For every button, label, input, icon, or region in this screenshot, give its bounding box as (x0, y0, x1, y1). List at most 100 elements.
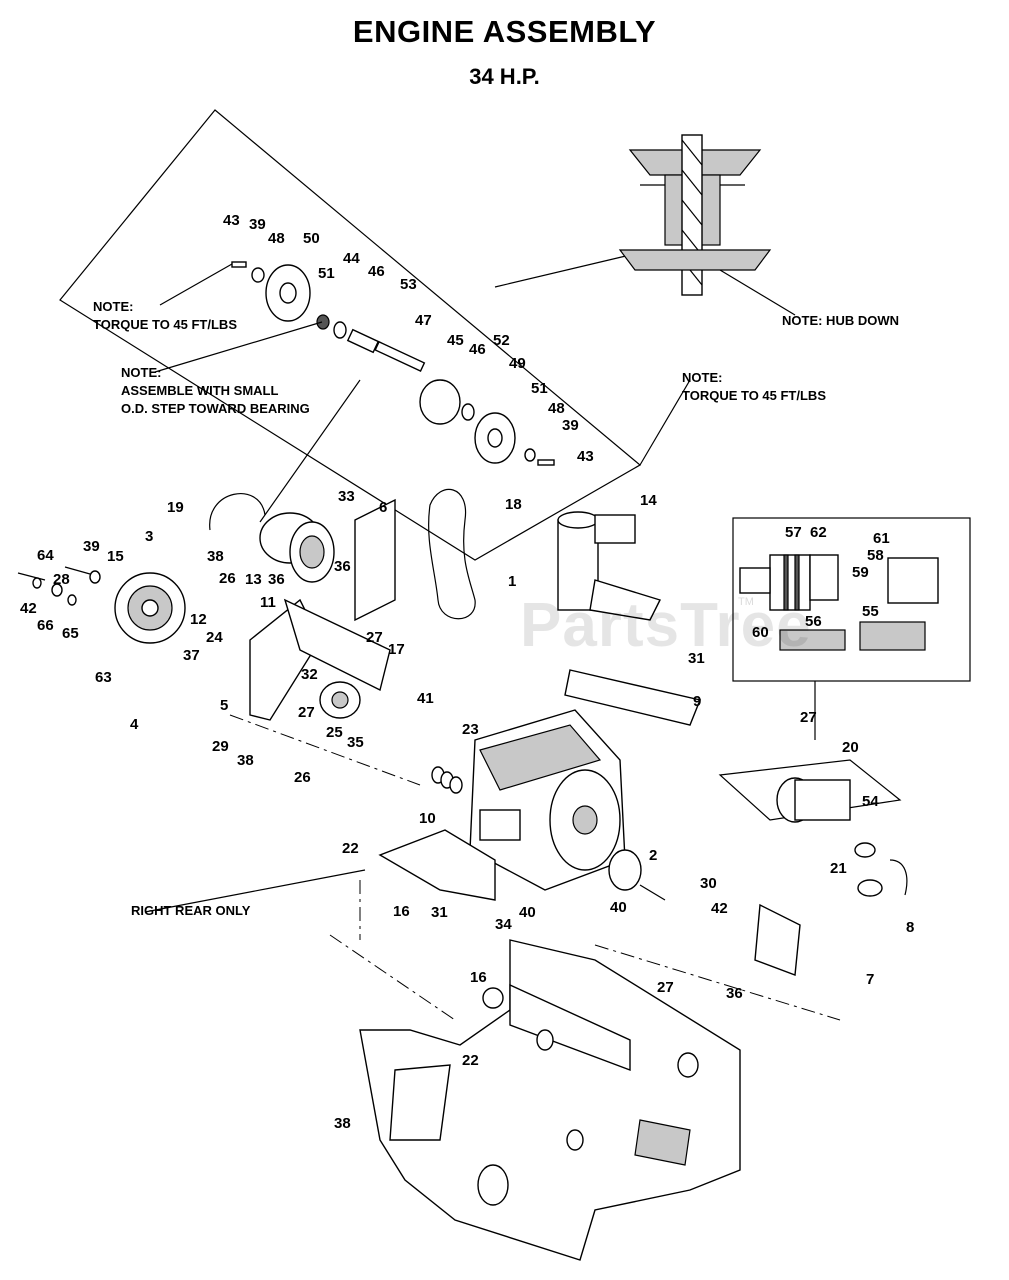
engine-part (469, 709, 626, 891)
callout: 43 (577, 448, 594, 465)
note-torque-right: NOTE: TORQUE TO 45 FT/LBS (682, 370, 826, 403)
callout: 18 (505, 496, 522, 513)
callout: 11 (260, 594, 276, 611)
callout: 39 (249, 216, 266, 233)
callout: 36 (726, 985, 743, 1002)
callout: 28 (53, 571, 70, 588)
callout: 10 (419, 810, 436, 827)
callout: 1 (508, 573, 516, 590)
callout: 31 (688, 650, 705, 667)
callout: 33 (338, 488, 355, 505)
callout: 59 (852, 564, 869, 581)
callout: 25 (326, 724, 343, 741)
callout: 54 (862, 793, 879, 810)
callout: 48 (548, 400, 565, 417)
callout: 20 (842, 739, 859, 756)
callout: 63 (95, 669, 112, 686)
page-title: ENGINE ASSEMBLY (352, 14, 657, 49)
callout: 48 (268, 230, 285, 247)
callout: 2 (649, 847, 657, 864)
callout: 8 (906, 919, 914, 936)
callout: 34 (495, 916, 512, 933)
callout: 38 (334, 1115, 351, 1132)
callout: 27 (366, 629, 383, 646)
callout: 27 (298, 704, 315, 721)
callout: 15 (107, 548, 124, 565)
callout: 45 (447, 332, 464, 349)
pulley-kit-outline (59, 109, 642, 561)
callout: 41 (417, 690, 434, 707)
callout: 22 (342, 840, 359, 857)
upper-pulley-parts (231, 261, 555, 466)
note-torque-left: NOTE: TORQUE TO 45 FT/LBS (93, 299, 237, 332)
callout: 19 (167, 499, 184, 516)
callout: 5 (220, 697, 228, 714)
callout: 52 (493, 332, 510, 349)
callout: 38 (207, 548, 224, 565)
callout: 26 (294, 769, 311, 786)
callout: 4 (130, 716, 139, 733)
callout: 51 (318, 265, 335, 282)
callout: 26 (219, 570, 236, 587)
air-filter-inset (732, 517, 971, 682)
callout: 56 (805, 613, 822, 630)
page-subtitle: 34 H.P. (469, 64, 540, 89)
callout: 7 (866, 971, 874, 988)
callout: 31 (431, 904, 448, 921)
callout: 35 (347, 734, 364, 751)
callout: 42 (711, 900, 728, 917)
callout: 36 (334, 558, 351, 575)
note-assemble-small-od: NOTE: ASSEMBLE WITH SMALL O.D. STEP TOWA… (121, 365, 310, 416)
callout: 17 (388, 641, 405, 658)
callout: 64 (37, 547, 54, 564)
frame-part (359, 939, 741, 1261)
callout: 46 (368, 263, 385, 280)
note-hub-down: NOTE: HUB DOWN (782, 313, 899, 328)
callout: 13 (245, 571, 262, 588)
callout: 53 (400, 276, 417, 293)
callout: 57 (785, 524, 802, 541)
callout: 65 (62, 625, 79, 642)
callout: 22 (462, 1052, 479, 1069)
callout: 42 (20, 600, 37, 617)
callout: 61 (873, 530, 890, 547)
callout: 51 (531, 380, 548, 397)
clutch-part (114, 572, 186, 644)
callout: 49 (509, 355, 526, 372)
callout: 23 (462, 721, 479, 738)
callout: 46 (469, 341, 486, 358)
watermark-trademark: TM (738, 596, 754, 608)
callout: 50 (303, 230, 320, 247)
note-right-rear-only: RIGHT REAR ONLY (131, 903, 251, 918)
hub-cross-section (618, 134, 796, 316)
callout: 40 (519, 904, 536, 921)
callout: 12 (190, 611, 207, 628)
callout: 39 (83, 538, 100, 555)
callout: 21 (830, 860, 847, 877)
callout: 16 (470, 969, 487, 986)
air-filter-parts (739, 554, 939, 651)
callout: 16 (393, 903, 410, 920)
callout: 30 (700, 875, 717, 892)
callout: 47 (415, 312, 432, 329)
callout: 55 (862, 603, 879, 620)
callout: 14 (640, 492, 657, 509)
watermark-logo: PartsTree (520, 591, 812, 660)
callout: 36 (268, 571, 285, 588)
callout: 6 (379, 499, 387, 516)
callout: 60 (752, 624, 769, 641)
callout-labels: 43 39 48 50 51 44 46 53 47 45 46 52 49 5… (20, 212, 914, 1132)
callout: 3 (145, 528, 153, 545)
callout: 38 (237, 752, 254, 769)
callout: 58 (867, 547, 884, 564)
callout: 39 (562, 417, 579, 434)
callout: 62 (810, 524, 827, 541)
callout: 66 (37, 617, 54, 634)
callout: 9 (693, 693, 701, 710)
callout: 32 (301, 666, 318, 683)
callout: 40 (610, 899, 627, 916)
callout: 24 (206, 629, 223, 646)
callout: 27 (657, 979, 674, 996)
callout: 27 (800, 709, 817, 726)
